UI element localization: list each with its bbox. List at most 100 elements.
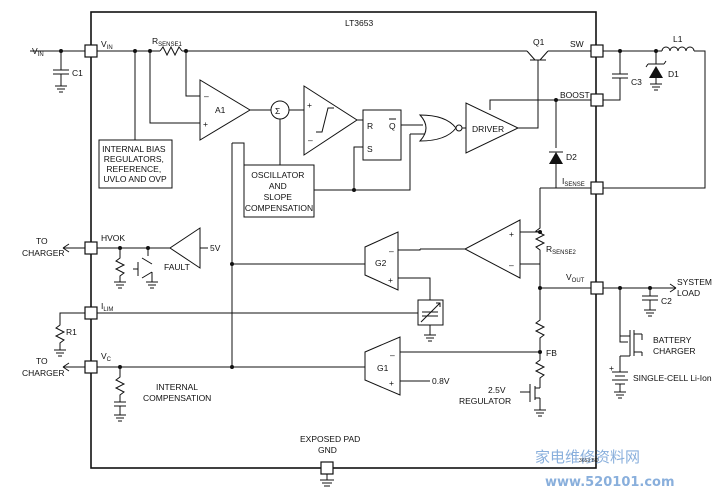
ext-vin-label: VIN	[32, 46, 44, 58]
v08-label: 0.8V	[432, 376, 450, 386]
c3-label: C3	[631, 77, 642, 87]
hysteresis-icon	[316, 107, 334, 133]
driver	[465, 102, 520, 154]
c2-capacitor	[642, 288, 658, 317]
pin-vin-label: VIN	[101, 39, 113, 51]
rs-latch	[362, 109, 402, 161]
d2-diode	[549, 152, 563, 164]
q1-label: Q1	[533, 37, 545, 47]
fb-resistor-top	[534, 288, 546, 352]
v5-label: 5V	[210, 243, 221, 253]
c1-capacitor	[53, 51, 69, 93]
rsense1-resistor	[159, 45, 183, 57]
pins	[84, 44, 604, 475]
rsense1-label: RSENSE1	[152, 36, 182, 48]
battery-charger-a: BATTERY	[653, 335, 692, 345]
latch-r-label: R	[367, 121, 373, 131]
internal-comp-b: COMPENSATION	[143, 393, 211, 403]
fb-resistor-bottom	[534, 352, 546, 388]
internal-comp-a: INTERNAL	[156, 382, 198, 392]
q1-transistor	[526, 50, 549, 61]
l1-inductor	[603, 46, 706, 189]
pin-vc	[84, 360, 98, 374]
oscillator-text: OSCILLATOR AND SLOPE COMPENSATION	[245, 170, 313, 213]
chip-name: LT3653	[345, 18, 373, 28]
pin-hvok	[84, 241, 98, 255]
single-cell-label: SINGLE-CELL Li-Ion	[633, 373, 712, 383]
g1-label: G1	[377, 363, 389, 373]
c2-label: C2	[661, 296, 672, 306]
d1-label: D1	[668, 69, 679, 79]
svg-text:+: +	[609, 363, 614, 373]
g2-label: G2	[375, 258, 387, 268]
g2-transconductor	[364, 231, 399, 291]
pin-boost	[590, 93, 604, 107]
watermark-url: www.520101.com	[545, 475, 675, 490]
pin-vout-label: VOUT	[566, 272, 585, 284]
svg-text:–: –	[389, 246, 394, 256]
system-load-a: SYSTEM	[677, 277, 712, 287]
hvok-arrow	[62, 243, 85, 253]
svg-text:–: –	[509, 260, 514, 270]
rsense2-resistor	[534, 220, 546, 288]
vc-arrow	[62, 362, 85, 372]
pwm-comparator	[303, 85, 358, 156]
reg-label-a: 2.5V	[488, 385, 506, 395]
l1-label: L1	[673, 34, 683, 44]
pin-ilim	[84, 306, 98, 320]
oscillator-block	[243, 164, 315, 218]
to-charger-2a: TO	[36, 356, 48, 366]
g1-transconductor	[364, 336, 401, 396]
pin-vc-label: VC	[101, 351, 112, 363]
bias-block	[98, 139, 173, 189]
fault-transistor	[137, 248, 158, 289]
r1-resistor	[54, 312, 85, 357]
reg-label-b: REGULATOR	[459, 396, 511, 406]
latch-s-label: S	[367, 144, 373, 154]
a1-label: A1	[215, 105, 226, 115]
latch-q-label: Q	[389, 121, 396, 131]
fb-label: FB	[546, 348, 557, 358]
pin-isense-label: ISENSE	[562, 176, 585, 188]
c3-capacitor	[603, 51, 628, 101]
system-load-arrow	[603, 283, 677, 293]
svg-text:+: +	[388, 275, 393, 285]
li-ion-battery	[612, 371, 628, 399]
pin-boost-label: BOOST	[560, 90, 590, 100]
pin-ilim-label: ILIM	[101, 301, 113, 313]
d2-label: D2	[566, 152, 577, 162]
pin-hvok-label: HVOK	[101, 233, 125, 243]
sigma-label: Σ	[275, 106, 280, 116]
pin-sw	[590, 44, 604, 58]
svg-text:+: +	[509, 229, 514, 239]
a1-amplifier	[199, 79, 251, 141]
pin-isense	[590, 181, 604, 195]
chip-outline	[90, 11, 597, 469]
svg-text:–: –	[204, 91, 209, 101]
regulator-fet	[520, 382, 546, 417]
svg-text:–: –	[390, 350, 395, 360]
battery-charger-fet	[619, 288, 643, 356]
to-charger-1a: TO	[36, 236, 48, 246]
rsense2-label: RSENSE2	[546, 244, 576, 256]
c1-label: C1	[72, 68, 83, 78]
system-load-b: LOAD	[677, 288, 700, 298]
nor-gate	[418, 114, 457, 142]
pin-gnd-label: GND	[318, 445, 337, 455]
svg-text:+: +	[389, 378, 394, 388]
pin-exposed-pad-label: EXPOSED PAD	[300, 434, 360, 444]
svg-text:+: +	[307, 100, 312, 110]
pin-gnd	[320, 461, 334, 475]
pin-sw-label: SW	[570, 39, 584, 49]
watermark-cn: 家电维修资料网	[535, 448, 640, 466]
to-charger-2b: CHARGER	[22, 368, 65, 378]
current-sense-amp	[463, 219, 521, 279]
svg-text:+: +	[203, 119, 208, 129]
fault-label: FAULT	[164, 262, 190, 272]
bias-block-text: INTERNAL BIAS REGULATORS, REFERENCE, UVL…	[102, 144, 168, 184]
pin-vout	[590, 281, 604, 295]
pin-vin	[84, 44, 98, 58]
svg-text:–: –	[308, 135, 313, 145]
battery-charger-b: CHARGER	[653, 346, 696, 356]
